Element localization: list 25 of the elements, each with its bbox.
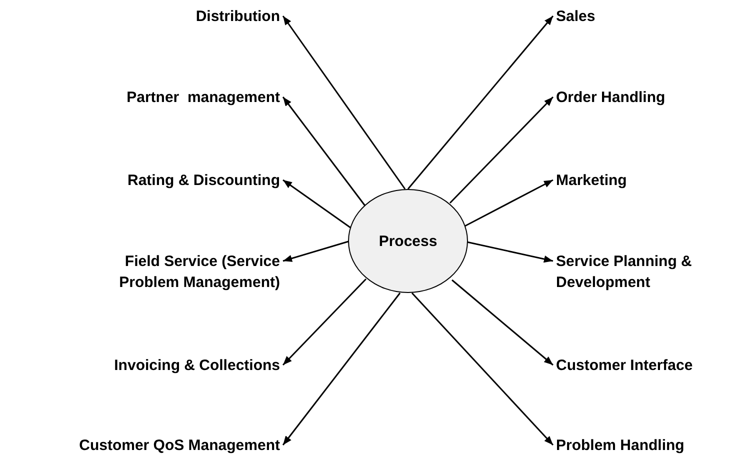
process-label: Order Handling: [556, 87, 736, 108]
process-label: Partner management: [40, 87, 280, 108]
process-label: Problem Handling: [556, 435, 736, 456]
process-label: Customer QoS Management: [10, 435, 280, 456]
arrow: [282, 240, 350, 262]
arrow: [282, 96, 367, 208]
arrow: [282, 292, 401, 446]
process-label: Invoicing & Collections: [40, 355, 280, 376]
process-label: Sales: [556, 6, 736, 27]
arrow: [407, 16, 554, 190]
process-label: Service Planning & Development: [556, 251, 726, 293]
process-label: Customer Interface: [556, 355, 736, 376]
arrow: [411, 292, 554, 446]
arrow: [282, 16, 406, 190]
arrow: [282, 278, 367, 366]
process-label: Rating & Discounting: [40, 170, 280, 191]
arrow: [464, 179, 554, 227]
process-label: Distribution: [40, 6, 280, 27]
arrow: [466, 241, 554, 263]
arrow: [282, 179, 352, 229]
process-label: Marketing: [556, 170, 736, 191]
arrow: [449, 96, 554, 204]
node-label: Process: [378, 232, 438, 250]
process-label: Field Service (Service Problem Management): [80, 251, 280, 293]
arrow: [452, 279, 554, 366]
